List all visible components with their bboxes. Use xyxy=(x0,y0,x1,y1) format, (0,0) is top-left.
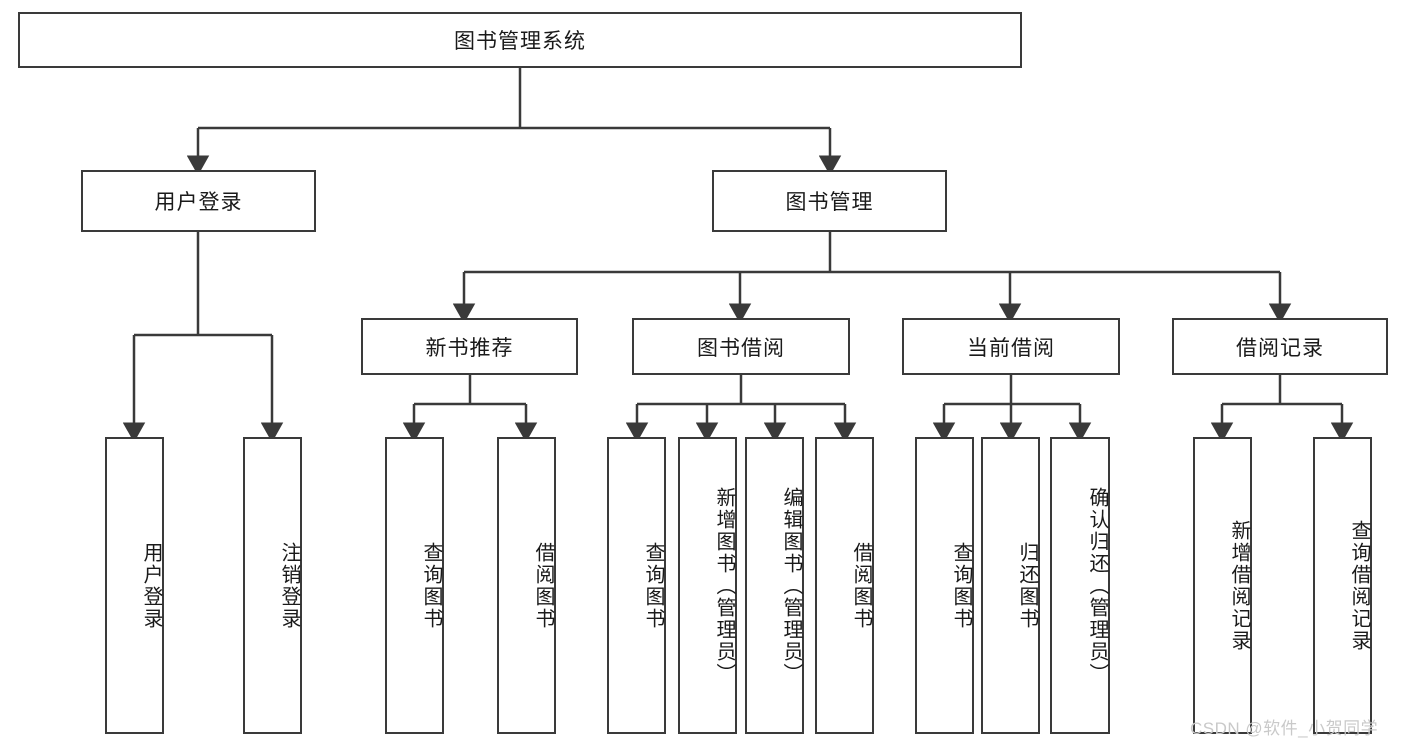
node-borrow-record-label: 借阅记录 xyxy=(1236,336,1324,360)
leaf-borrow-record-add[interactable]: 新增借阅记录 xyxy=(1193,437,1252,734)
leaf-user-login-signout[interactable]: 注销登录 xyxy=(243,437,302,734)
node-user-login[interactable]: 用户登录 xyxy=(81,170,316,232)
node-user-login-label: 用户登录 xyxy=(154,191,243,214)
csdn-watermark: CSDN @软件_小贺同学 xyxy=(1190,719,1379,738)
node-root-system-label: 图书管理系统 xyxy=(454,30,586,53)
leaf-book-borrow-edit[interactable]: 编辑图书（管理员） xyxy=(745,437,804,734)
node-new-book-recommend[interactable]: 新书推荐 xyxy=(361,318,578,375)
leaf-user-login-signin[interactable]: 用户登录 xyxy=(105,437,164,734)
node-root-system[interactable]: 图书管理系统 xyxy=(18,12,1022,68)
leaf-current-borrow-confirm[interactable]: 确认归还（管理员） xyxy=(1050,437,1110,734)
leaf-current-borrow-confirm-label: 确认归还（管理员） xyxy=(1086,486,1108,685)
leaf-book-borrow-query-label: 查询图书 xyxy=(642,541,664,630)
leaf-current-borrow-return[interactable]: 归还图书 xyxy=(981,437,1040,734)
node-book-management-label: 图书管理 xyxy=(785,191,874,214)
leaf-book-borrow-borrow[interactable]: 借阅图书 xyxy=(815,437,874,734)
leaf-new-book-borrow[interactable]: 借阅图书 xyxy=(497,437,556,734)
leaf-current-borrow-query-label: 查询图书 xyxy=(950,541,972,630)
node-book-borrow-label: 图书借阅 xyxy=(697,336,785,360)
node-borrow-record[interactable]: 借阅记录 xyxy=(1172,318,1388,375)
node-new-book-recommend-label: 新书推荐 xyxy=(425,336,514,360)
leaf-borrow-record-query-label: 查询借阅记录 xyxy=(1348,519,1370,652)
leaf-user-login-signin-label: 用户登录 xyxy=(140,541,162,630)
node-current-borrow[interactable]: 当前借阅 xyxy=(902,318,1120,375)
leaf-book-borrow-edit-label: 编辑图书（管理员） xyxy=(780,486,802,685)
node-book-management[interactable]: 图书管理 xyxy=(712,170,947,232)
leaf-book-borrow-borrow-label: 借阅图书 xyxy=(850,541,872,630)
leaf-book-borrow-add-label: 新增图书（管理员） xyxy=(713,486,735,685)
leaf-user-login-signout-label: 注销登录 xyxy=(278,541,300,630)
leaf-book-borrow-add[interactable]: 新增图书（管理员） xyxy=(678,437,737,734)
leaf-current-borrow-query[interactable]: 查询图书 xyxy=(915,437,974,734)
leaf-current-borrow-return-label: 归还图书 xyxy=(1016,541,1038,630)
node-book-borrow[interactable]: 图书借阅 xyxy=(632,318,850,375)
leaf-book-borrow-query[interactable]: 查询图书 xyxy=(607,437,666,734)
leaf-new-book-query-label: 查询图书 xyxy=(420,541,442,630)
leaf-new-book-query[interactable]: 查询图书 xyxy=(385,437,444,734)
leaf-borrow-record-add-label: 新增借阅记录 xyxy=(1228,519,1250,652)
leaf-new-book-borrow-label: 借阅图书 xyxy=(532,541,554,630)
node-current-borrow-label: 当前借阅 xyxy=(967,336,1055,360)
leaf-borrow-record-query[interactable]: 查询借阅记录 xyxy=(1313,437,1372,734)
